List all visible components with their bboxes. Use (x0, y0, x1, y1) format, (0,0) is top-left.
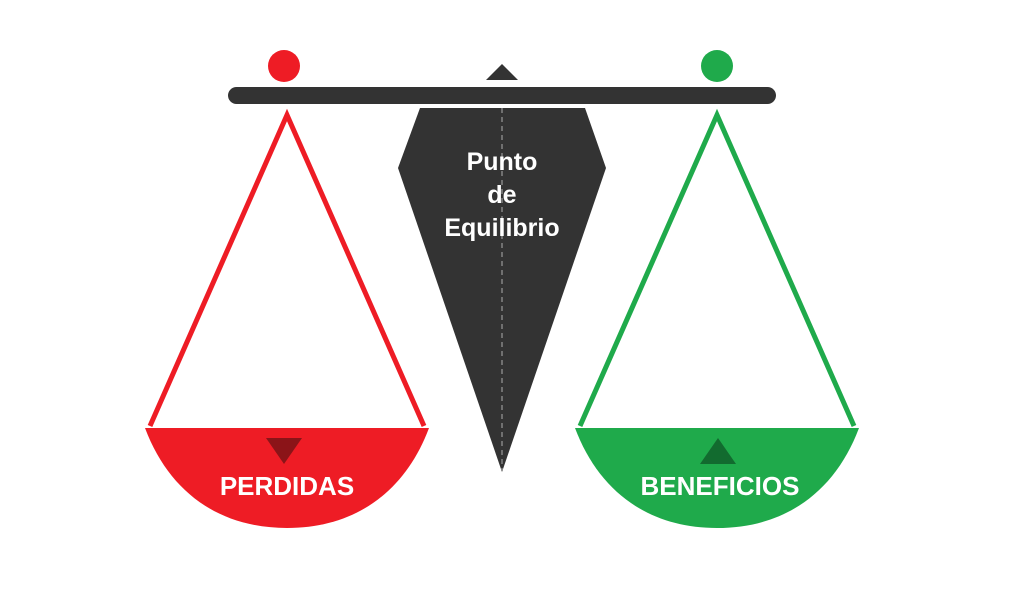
right-pan-bowl (575, 428, 859, 528)
center-label-line-3: Equilibrio (444, 214, 559, 242)
center-label-line-1: Punto (467, 148, 538, 176)
left-pan-strings (147, 108, 427, 428)
right-pan-label: BENEFICIOS (641, 471, 800, 501)
down-triangle-icon (266, 438, 302, 464)
left-beam-knob (268, 50, 300, 82)
beam-pivot-triangle (486, 64, 518, 80)
center-label-line-2: de (487, 181, 516, 209)
balance-beam (228, 87, 776, 104)
left-pan-label: PERDIDAS (220, 471, 354, 501)
right-pan-strings (577, 108, 857, 428)
up-triangle-icon (700, 438, 736, 464)
right-beam-knob (701, 50, 733, 82)
left-pan-bowl (145, 428, 429, 528)
